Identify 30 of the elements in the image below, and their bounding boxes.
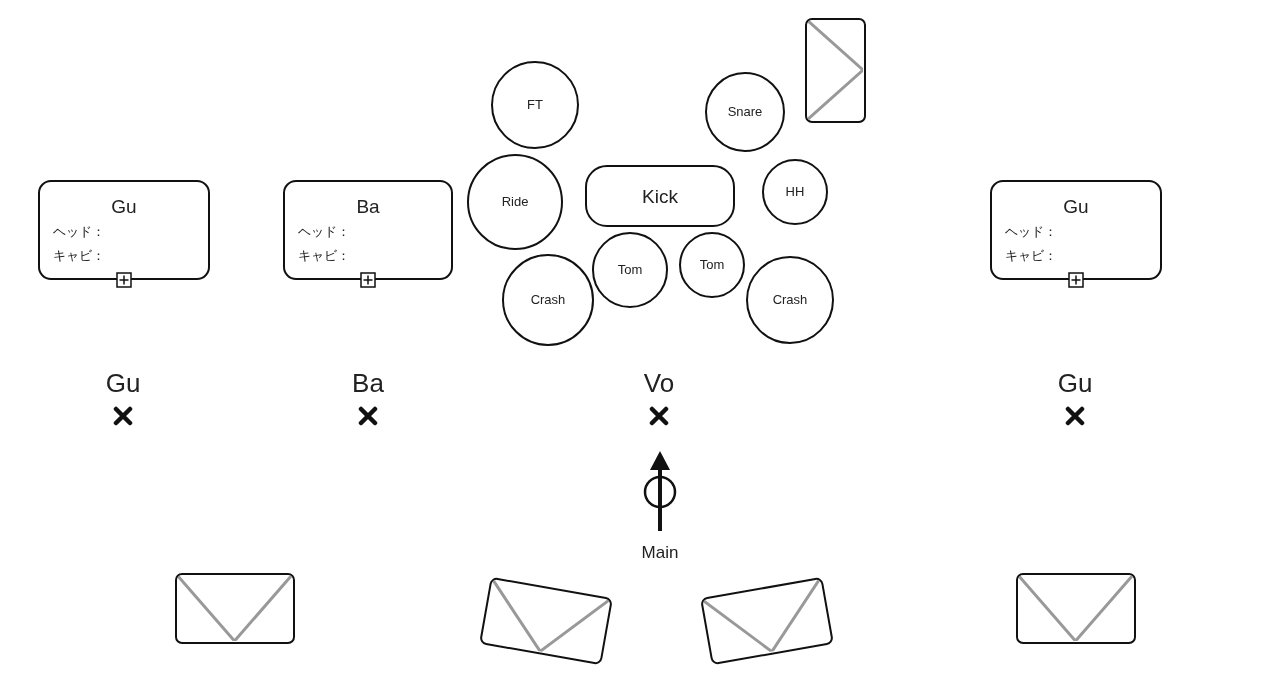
mic-label: Main bbox=[640, 544, 680, 561]
amp-field-label: ヘッド： bbox=[1005, 225, 1057, 238]
performer-label: Gu bbox=[1056, 370, 1094, 396]
wedge-monitor bbox=[1016, 573, 1136, 644]
performer-label: Vo bbox=[642, 370, 676, 396]
amp-field-label: ヘッド： bbox=[53, 225, 105, 238]
amp-field-label: ヘッド： bbox=[298, 225, 350, 238]
amp-box bbox=[38, 180, 210, 280]
amp-label: Gu bbox=[1062, 197, 1090, 216]
performer-label: Ba bbox=[351, 370, 385, 396]
amp-label: Ba bbox=[355, 197, 381, 216]
amp-label: Gu bbox=[110, 197, 138, 216]
amp-field-label: キャビ： bbox=[53, 249, 105, 262]
wedge-monitor bbox=[175, 573, 295, 644]
kick-drum-box bbox=[585, 165, 735, 227]
amp-box bbox=[990, 180, 1162, 280]
amp-field-label: キャビ： bbox=[1005, 249, 1057, 262]
wedge-monitor bbox=[805, 18, 866, 123]
drum-label: Crash bbox=[529, 293, 567, 306]
drum-label: Snare bbox=[726, 105, 764, 118]
drum-label: HH bbox=[784, 185, 806, 198]
amp-box bbox=[283, 180, 453, 280]
amp-field-label: キャビ： bbox=[298, 249, 350, 262]
drum-label: FT bbox=[526, 98, 544, 111]
drum-label: Tom bbox=[698, 258, 726, 271]
drum-label: Tom bbox=[616, 263, 644, 276]
drum-label: Ride bbox=[500, 195, 530, 208]
drum-label: Crash bbox=[771, 293, 809, 306]
drum-label: Kick bbox=[641, 187, 679, 206]
performer-label: Gu bbox=[104, 370, 142, 396]
